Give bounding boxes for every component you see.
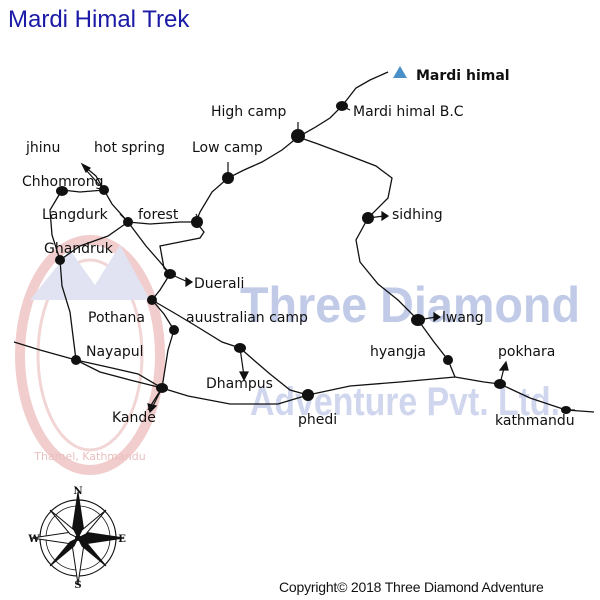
- node-dhampus: [234, 343, 246, 353]
- label-forest: forest: [138, 207, 179, 223]
- node-kande: [156, 383, 168, 393]
- label-chhomrong: Chhomrong: [22, 174, 104, 190]
- node-pothana: [147, 295, 157, 305]
- watermark-seal: Thamel, Kathmandu: [15, 235, 165, 475]
- node-duerali: [164, 269, 176, 279]
- label-arrows: [80, 105, 575, 414]
- compass-n: N: [73, 486, 82, 497]
- trail-summit-ridge: [195, 71, 389, 223]
- trail-east-ridge: [297, 136, 456, 378]
- label-sidhing: sidhing: [392, 207, 443, 223]
- node-phedi: [302, 389, 314, 401]
- label-duerali: Duerali: [194, 276, 244, 292]
- node-jhinu: [99, 185, 109, 195]
- label-kathmandu: kathmandu: [495, 413, 575, 429]
- trail-duerali-pothana: [151, 273, 175, 389]
- map-title: Mardi Himal Trek: [8, 6, 190, 33]
- label-phedi: phedi: [298, 412, 337, 428]
- node-pokhara: [494, 379, 506, 389]
- node-lwang: [411, 314, 425, 326]
- watermark-seal-text: Thamel, Kathmandu: [33, 450, 145, 463]
- label-low-camp: Low camp: [192, 140, 263, 156]
- node-high-camp: [291, 129, 305, 143]
- node-sidhing: [362, 212, 374, 224]
- summit-triangle-icon: [393, 66, 407, 78]
- label-hot-spring: hot spring: [94, 140, 165, 156]
- compass-s: S: [74, 580, 81, 591]
- label-hyangja: hyangja: [370, 344, 426, 360]
- compass-e: E: [118, 534, 126, 545]
- node-forest: [191, 216, 203, 228]
- label-mardi-bc: Mardi himal B.C: [353, 104, 464, 120]
- node-kathmandu: [561, 406, 571, 414]
- node-langdurk: [123, 217, 133, 227]
- copyright-notice: Copyright© 2018 Three Diamond Adventure: [279, 579, 544, 595]
- node-chhomrong: [56, 186, 68, 196]
- node-australian-camp: [169, 325, 179, 335]
- label-pothana: Pothana: [88, 310, 145, 326]
- node-nayapul: [71, 355, 81, 365]
- label-dhampus: Dhampus: [206, 376, 273, 392]
- node-ghandruk: [55, 255, 65, 265]
- label-high-camp: High camp: [211, 104, 287, 120]
- trail-nayapul-kande: [75, 359, 163, 389]
- label-australian-camp: auustralian camp: [186, 310, 308, 326]
- label-jhinu: jhinu: [25, 140, 60, 156]
- compass-rose-icon: N E S W: [27, 486, 126, 591]
- label-ghandruk: Ghandruk: [44, 241, 114, 257]
- node-mardi-bc: [336, 101, 348, 111]
- trail-nodes: [55, 101, 571, 414]
- label-mardi-himal: Mardi himal: [416, 68, 510, 84]
- label-lwang: lwang: [442, 310, 484, 326]
- label-kande: Kande: [112, 410, 156, 426]
- label-pokhara: pokhara: [498, 344, 555, 360]
- node-hyangja: [443, 355, 453, 365]
- node-low-camp: [222, 172, 234, 184]
- label-nayapul: Nayapul: [86, 344, 144, 360]
- compass-w: W: [27, 534, 40, 545]
- watermark-line1: Three Diamond: [240, 277, 580, 333]
- label-langdurk: Langdurk: [42, 207, 109, 223]
